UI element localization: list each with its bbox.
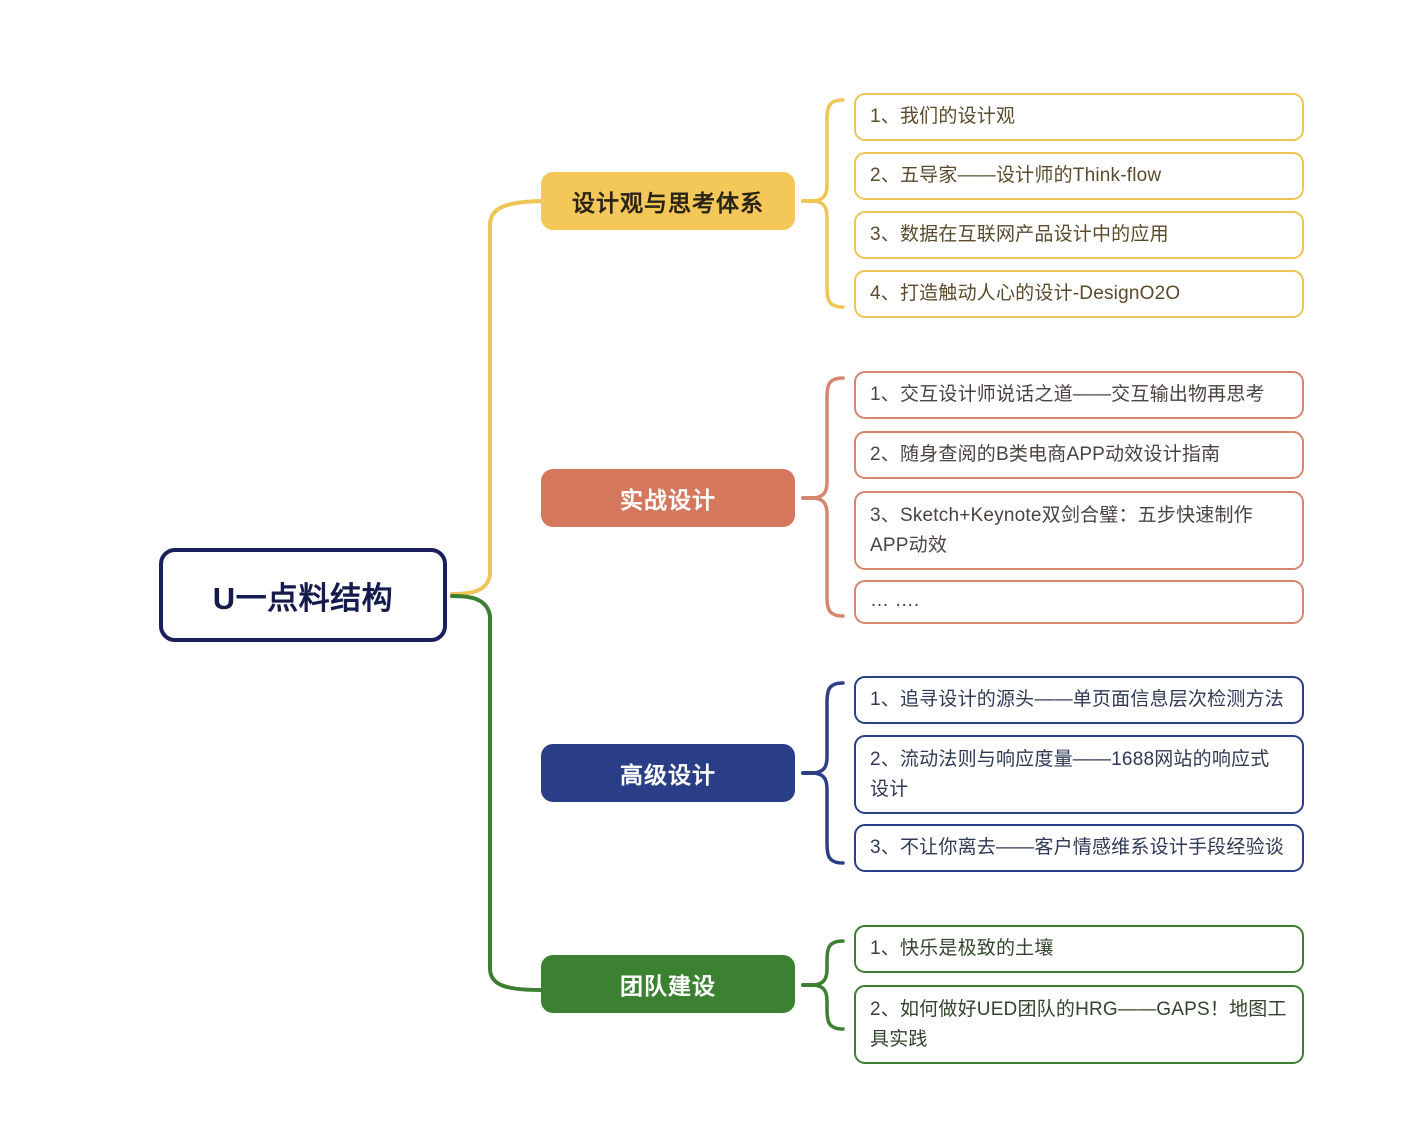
- leaf-node[interactable]: 2、五导家——设计师的Think-flow: [854, 152, 1304, 200]
- leaf-node[interactable]: 2、流动法则与响应度量——1688网站的响应式设计: [854, 735, 1304, 814]
- trunk-line-branch-1: [450, 199, 543, 596]
- leaf-node-label: 2、流动法则与响应度量——1688网站的响应式设计: [870, 748, 1270, 800]
- leaf-node[interactable]: 1、追寻设计的源头——单页面信息层次检测方法: [854, 676, 1304, 724]
- leaf-node-label: 1、快乐是极致的土壤: [870, 938, 1054, 959]
- brace-branch-4: [812, 939, 845, 1031]
- brace-branch-3: [812, 681, 845, 865]
- root-node-label: U一点料结构: [212, 580, 394, 616]
- leaf-node[interactable]: 4、打造触动人心的设计-DesignO2O: [854, 270, 1304, 318]
- branch-node-label: 设计观与思考体系: [572, 190, 764, 216]
- branch-node-label: 高级设计: [620, 762, 716, 788]
- root-node[interactable]: U一点料结构: [159, 548, 447, 642]
- leaf-node-label: 4、打造触动人心的设计-DesignO2O: [870, 283, 1181, 304]
- branch-node-practical-design[interactable]: 实战设计: [541, 469, 795, 527]
- leaf-node[interactable]: 1、我们的设计观: [854, 93, 1304, 141]
- leaf-node-label: … ….: [870, 590, 920, 611]
- leaf-node-label: 2、如何做好UED团队的HRG——GAPS！地图工具实践: [870, 998, 1287, 1050]
- leaf-node-label: 2、五导家——设计师的Think-flow: [870, 165, 1162, 186]
- branch-node-label: 实战设计: [620, 487, 716, 513]
- leaf-node-label: 1、追寻设计的源头——单页面信息层次检测方法: [870, 689, 1284, 710]
- leaf-node-label: 1、交互设计师说话之道——交互输出物再思考: [870, 384, 1265, 405]
- leaf-node[interactable]: 1、交互设计师说话之道——交互输出物再思考: [854, 371, 1304, 419]
- leaf-node[interactable]: 3、不让你离去——客户情感维系设计手段经验谈: [854, 824, 1304, 872]
- leaf-node-label: 3、Sketch+Keynote双剑合璧：五步快速制作APP动效: [870, 504, 1253, 556]
- leaf-node[interactable]: 2、随身查阅的B类电商APP动效设计指南: [854, 431, 1304, 479]
- leaf-node-label: 1、我们的设计观: [870, 106, 1016, 127]
- trunk-line-branch-4: [450, 594, 543, 992]
- leaf-node-label: 2、随身查阅的B类电商APP动效设计指南: [870, 444, 1221, 465]
- leaf-node[interactable]: 2、如何做好UED团队的HRG——GAPS！地图工具实践: [854, 985, 1304, 1064]
- brace-branch-1: [812, 98, 845, 309]
- leaf-node-label: 3、不让你离去——客户情感维系设计手段经验谈: [870, 837, 1284, 858]
- leaf-node[interactable]: 1、快乐是极致的土壤: [854, 925, 1304, 973]
- brace-branch-2: [812, 376, 845, 618]
- leaf-node[interactable]: … ….: [854, 580, 1304, 624]
- branch-node-label: 团队建设: [620, 973, 716, 999]
- branch-node-advanced-design[interactable]: 高级设计: [541, 744, 795, 802]
- leaf-node[interactable]: 3、数据在互联网产品设计中的应用: [854, 211, 1304, 259]
- branch-node-team-building[interactable]: 团队建设: [541, 955, 795, 1013]
- branch-node-design-philosophy[interactable]: 设计观与思考体系: [541, 172, 795, 230]
- leaf-node[interactable]: 3、Sketch+Keynote双剑合璧：五步快速制作APP动效: [854, 491, 1304, 570]
- leaf-node-label: 3、数据在互联网产品设计中的应用: [870, 224, 1169, 245]
